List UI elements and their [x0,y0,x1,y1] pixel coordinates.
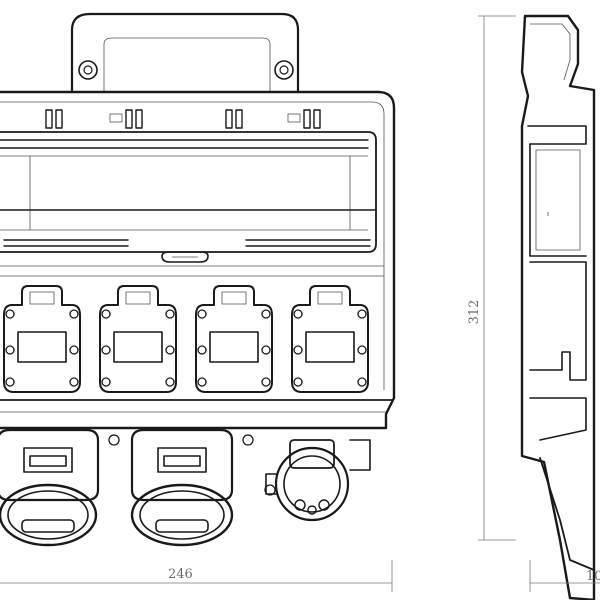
housing-outline [0,90,396,430]
side-view [520,14,596,600]
top-latches [45,109,321,129]
plug-3 [265,439,371,522]
socket-4 [291,285,369,393]
socket-row [3,285,369,393]
plug-2 [130,428,234,547]
side-outline [520,14,596,600]
height-dimension-label: 312 [467,300,482,325]
carry-handle [70,12,300,94]
depth-dimension-label: 10 [586,569,600,584]
socket-2 [99,285,177,393]
front-view [0,12,396,547]
socket-1 [3,285,81,393]
window-panel [0,131,377,263]
socket-3 [195,285,273,393]
plug-1 [0,428,100,547]
width-dimension-label: 246 [168,567,193,582]
dimension-lines [0,15,600,592]
